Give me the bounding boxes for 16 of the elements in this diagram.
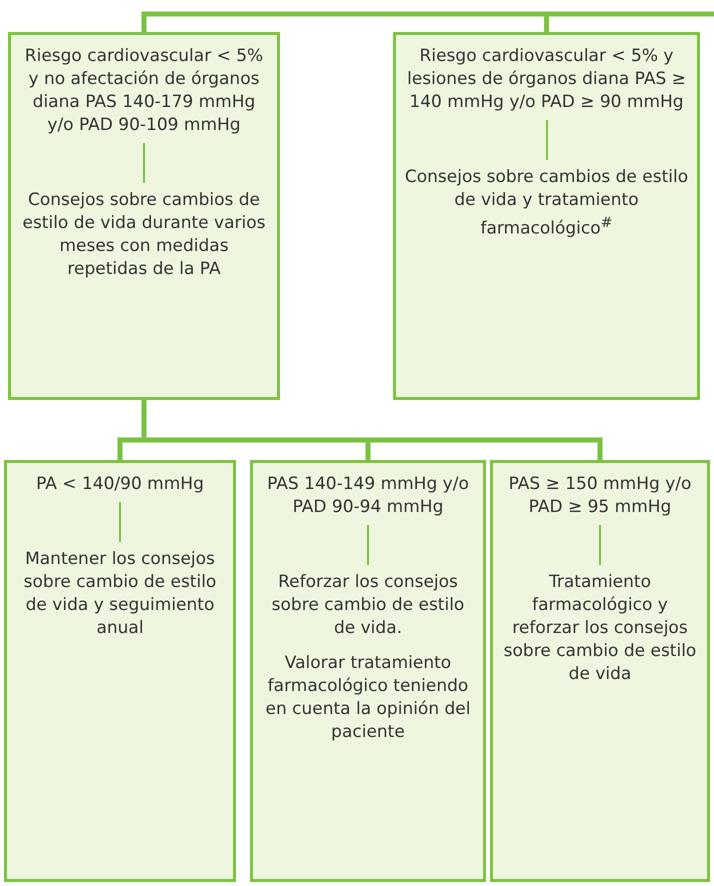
- process-box: [250, 460, 486, 882]
- process-box: [393, 32, 700, 400]
- condition-text: PA < 140/90 mmHg: [36, 473, 204, 496]
- recommendation-text: Consejos sobre cambios de estilo de vida y tratamiento farmacológico$^{#}$: [404, 166, 689, 241]
- condition-text: Riesgo cardiovascular < 5% y lesiones de órganos diana PAS ≥ 140 mmHg y/o PAD ≥ 90 mmHg: [406, 45, 687, 114]
- recommendation-text: Reforzar los consejos sobre cambio de estilo de vida.: [270, 571, 466, 640]
- process-box: [8, 32, 280, 400]
- condition-text: PAS 140-149 mmHg y/o PAD 90-94 mmHg: [266, 473, 470, 519]
- process-box: [4, 460, 236, 882]
- condition-text: PAS ≥ 150 mmHg y/o PAD ≥ 95 mmHg: [508, 473, 692, 519]
- recommendation-text: Valorar tratamiento farmacológico teniendo en cuenta la opinión del paciente: [264, 652, 472, 744]
- recommendation-text: Mantener los consejos sobre cambio de estilo de vida y seguimiento anual: [22, 548, 218, 640]
- condition-text: Riesgo cardiovascular < 5% y no afectación de órganos diana PAS 140-179 mmHg y/o PAD 90-109 mmHg: [24, 45, 264, 137]
- recommendation-text: Consejos sobre cambios de estilo de vida durante varios meses con medidas repetidas de la PA: [21, 189, 266, 281]
- process-box: [490, 460, 710, 882]
- recommendation-text: Tratamiento farmacológico y reforzar los consejos sobre cambio de estilo de vida: [502, 571, 698, 686]
